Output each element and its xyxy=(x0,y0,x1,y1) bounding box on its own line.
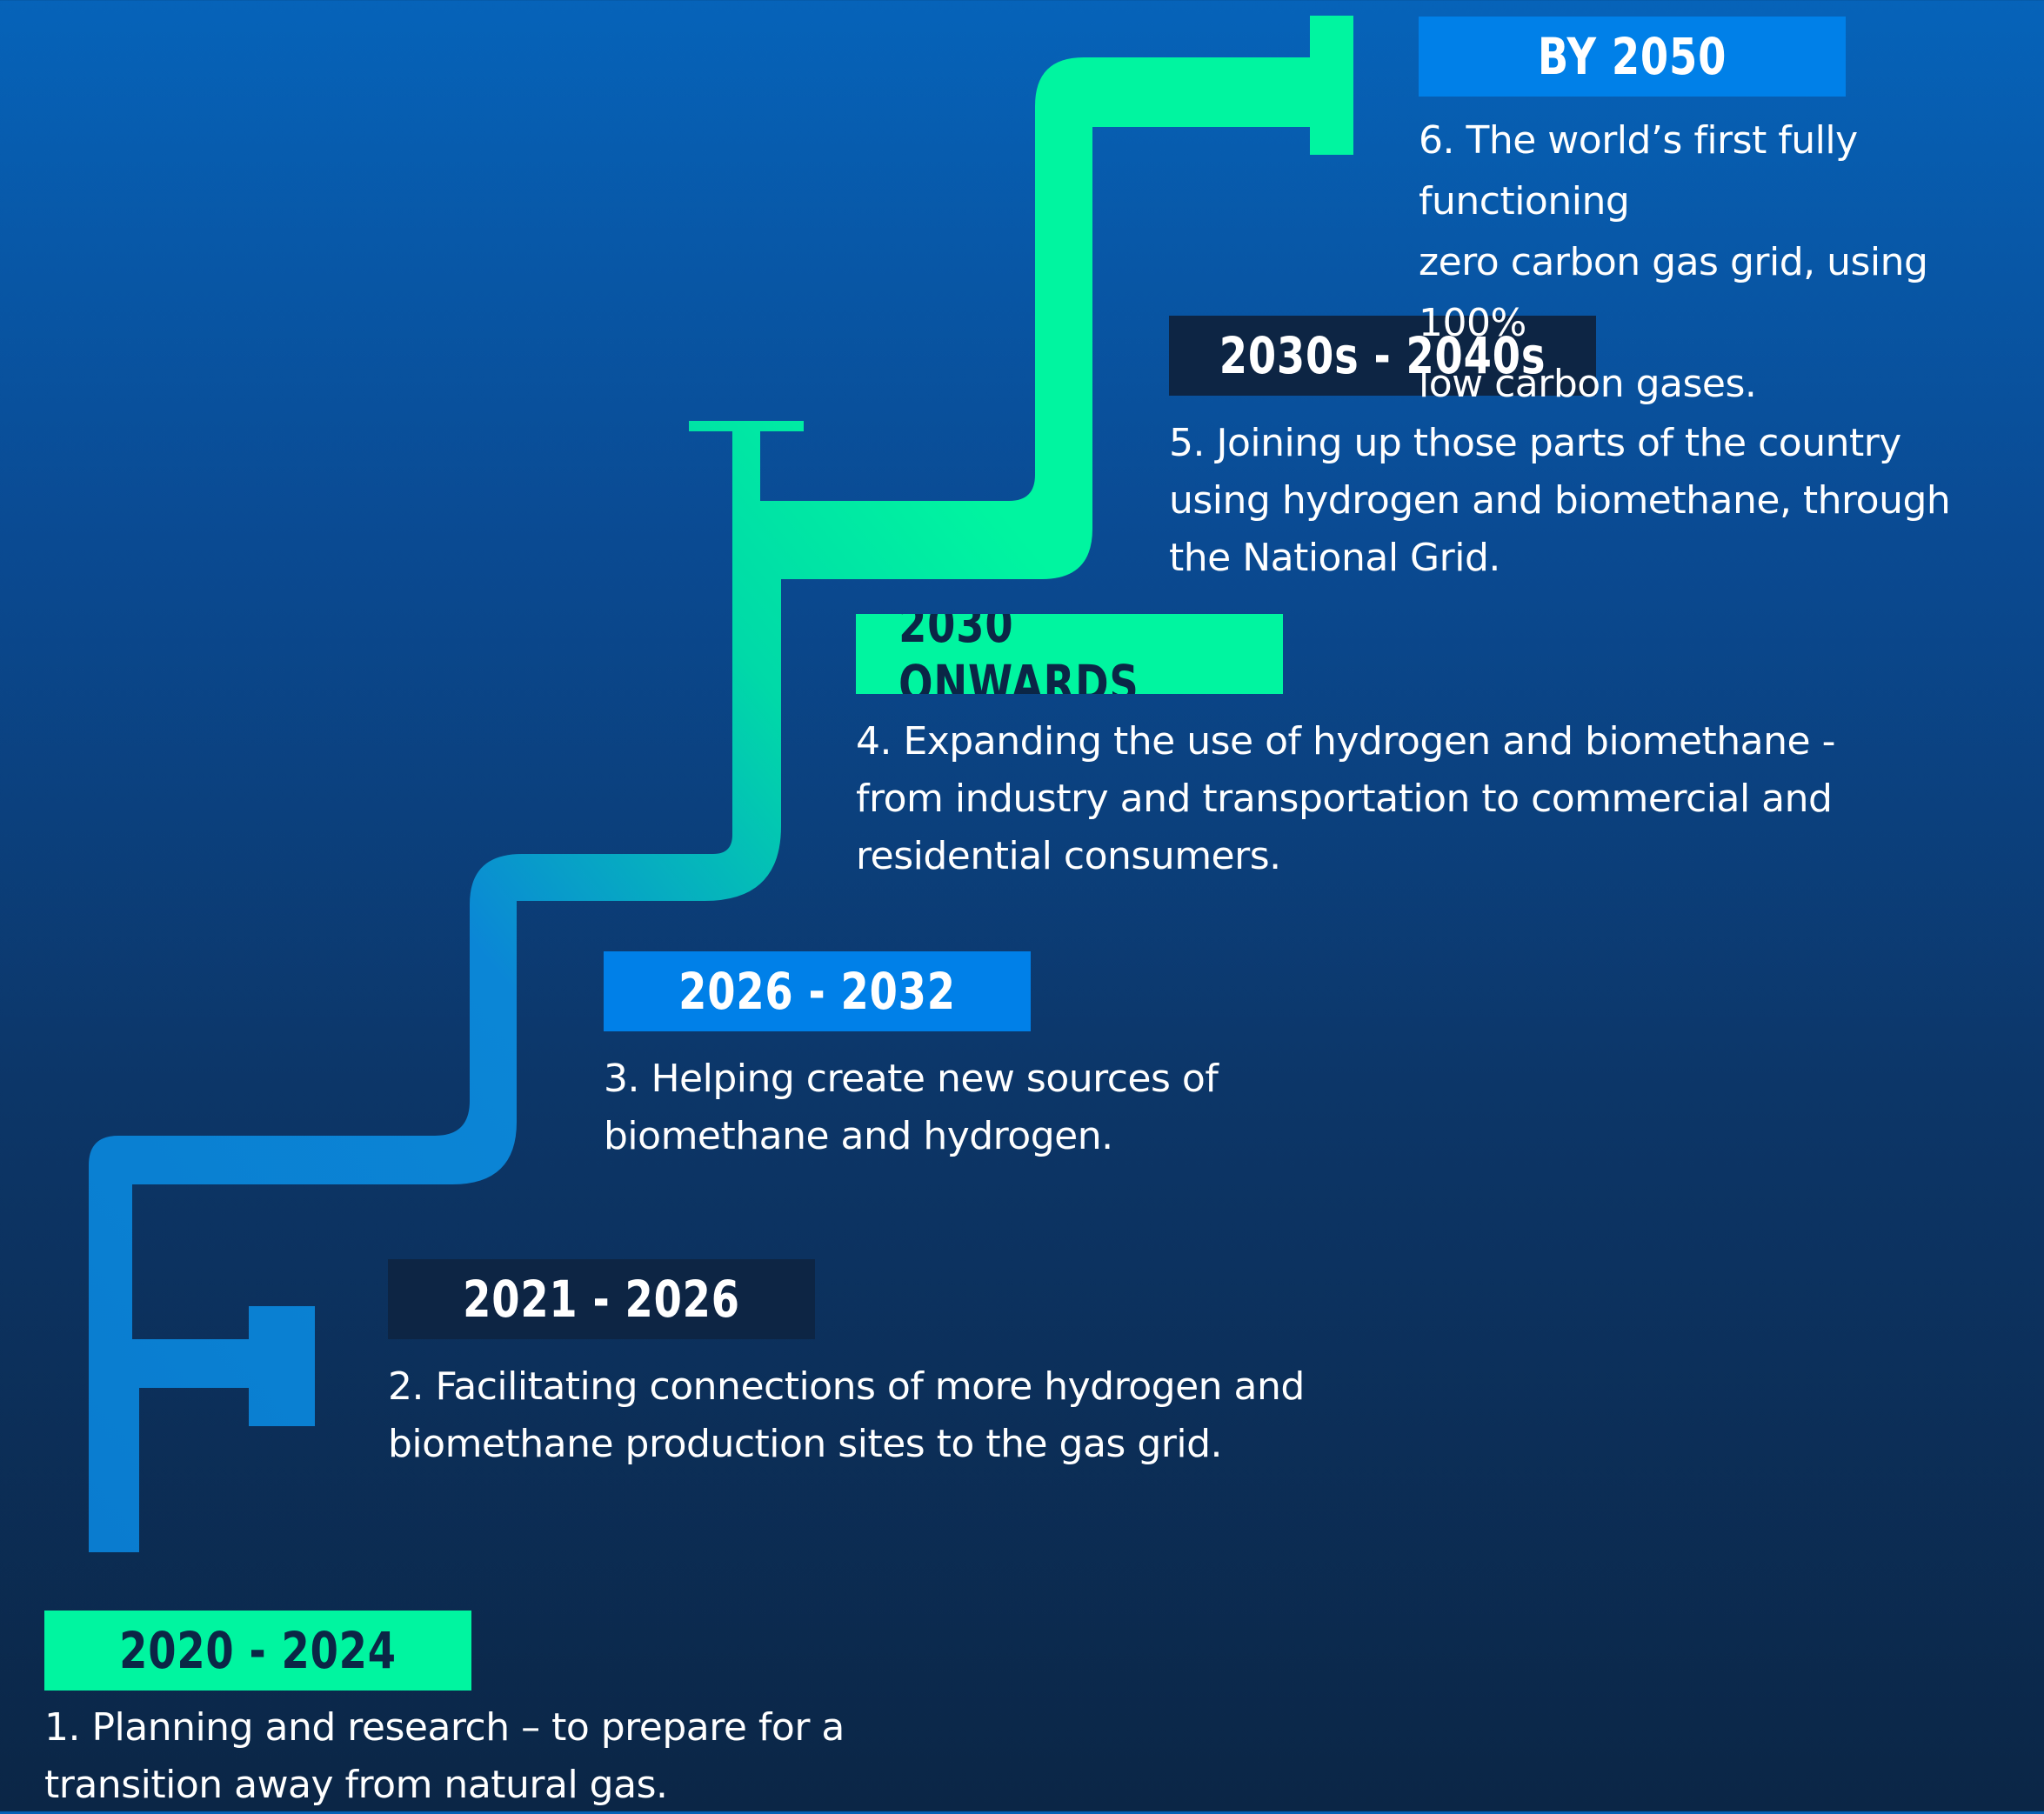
stage-6-badge: BY 2050 xyxy=(1419,17,1846,97)
stage-1-badge: 2020 - 2024 xyxy=(44,1611,471,1691)
stage-3-description: 3. Helping create new sources of biometh… xyxy=(604,1057,1219,1158)
stage-1: 2020 - 2024 1. Planning and research – t… xyxy=(44,1611,845,1814)
stage-2-badge: 2021 - 2026 xyxy=(388,1259,815,1339)
stage-6-description: 6. The world’s first fully functioning z… xyxy=(1419,118,1928,406)
stage-4-badge: 2030 ONWARDS xyxy=(856,614,1283,694)
stage-4-description: 4. Expanding the use of hydrogen and bio… xyxy=(856,719,1835,878)
stage-1-period: 2020 - 2024 xyxy=(87,1611,429,1691)
pipe-body xyxy=(89,16,1353,1552)
stage-3: 2026 - 2032 3. Helping create new source… xyxy=(604,951,1219,1165)
stage-4: 2030 ONWARDS 4. Expanding the use of hyd… xyxy=(856,614,1835,885)
stage-1-description: 1. Planning and research – to prepare fo… xyxy=(44,1705,845,1807)
stage-6: BY 2050 6. The world’s first fully funct… xyxy=(1419,17,2044,415)
stage-2-description: 2. Facilitating connections of more hydr… xyxy=(388,1364,1305,1466)
stage-5-period: 2030s - 2040s xyxy=(1212,316,1553,396)
stage-2-period: 2021 - 2026 xyxy=(431,1259,772,1339)
stage-3-period: 2026 - 2032 xyxy=(646,951,988,1031)
stage-2: 2021 - 2026 2. Facilitating connections … xyxy=(388,1259,1305,1473)
stage-4-period: 2030 ONWARDS xyxy=(898,614,1240,694)
stage-5-badge: 2030s - 2040s xyxy=(1169,316,1596,396)
stage-5: 2030s - 2040s 5. Joining up those parts … xyxy=(1169,316,1951,587)
stage-5-description: 5. Joining up those parts of the country… xyxy=(1169,421,1951,580)
stage-6-period: BY 2050 xyxy=(1461,17,1803,97)
stage-3-badge: 2026 - 2032 xyxy=(604,951,1031,1031)
